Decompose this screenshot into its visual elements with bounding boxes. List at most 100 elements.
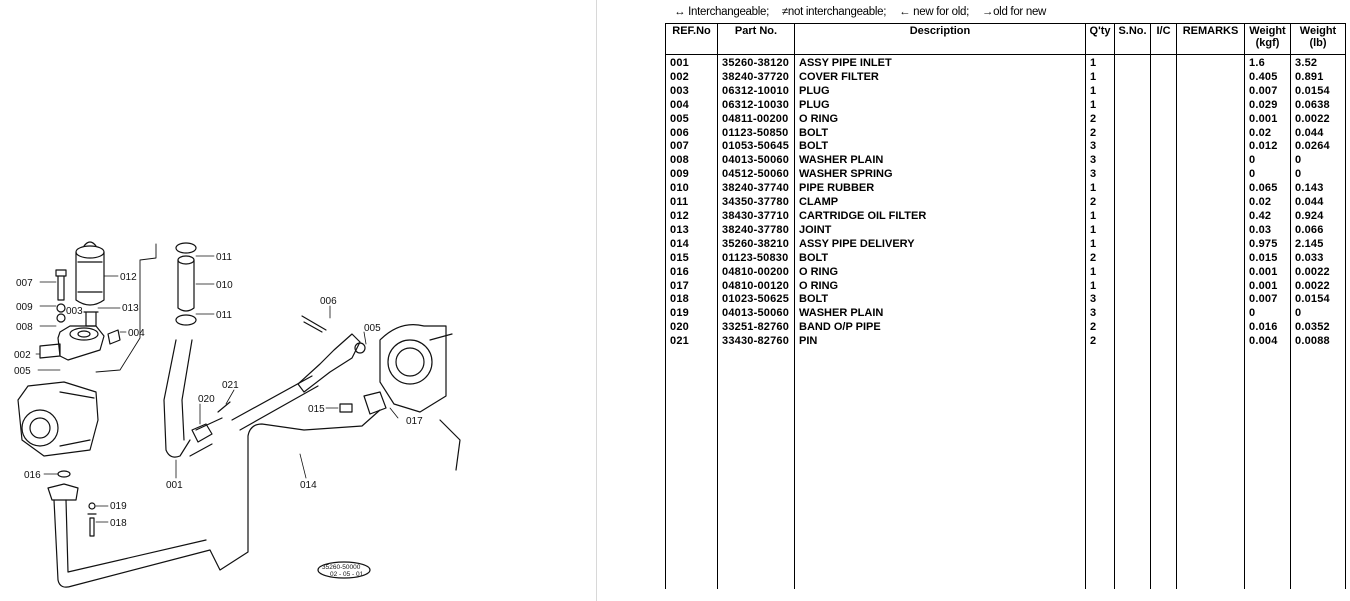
cell-ic xyxy=(1150,279,1177,294)
callout-005b: 005 xyxy=(364,323,381,334)
cell-description: BOLT xyxy=(794,126,1086,141)
callout-006: 006 xyxy=(320,296,337,307)
cell-ic xyxy=(1150,209,1177,224)
cell-description: CLAMP xyxy=(794,196,1086,210)
cell-ic xyxy=(1150,54,1177,71)
cell-ic xyxy=(1150,126,1177,141)
cell-qty: 2 xyxy=(1085,251,1115,266)
cell-weight-lb: 0 xyxy=(1290,168,1346,183)
cell-ic xyxy=(1150,265,1177,280)
cell-description: WASHER PLAIN xyxy=(794,154,1086,169)
stamp-line-2: 02 - 05 - 01 xyxy=(330,571,364,578)
cell-description: BOLT xyxy=(794,251,1086,266)
oil-filter-cartridge xyxy=(75,241,105,306)
cell-description: O RING xyxy=(794,112,1086,127)
cell-remarks xyxy=(1176,182,1245,197)
cell-remarks xyxy=(1176,168,1245,183)
callout-012: 012 xyxy=(120,272,137,283)
cell-weight-lb: 0 xyxy=(1290,307,1346,322)
cell-weight-lb: 0.143 xyxy=(1290,182,1346,197)
cell-part-no: 04512-50060 xyxy=(717,168,795,183)
cell-description: BAND O/P PIPE xyxy=(794,321,1086,336)
cell-ic xyxy=(1150,98,1177,113)
cell-part-no: 33251-82760 xyxy=(717,321,795,336)
filler-cell xyxy=(717,349,795,590)
cell-remarks xyxy=(1176,112,1245,127)
cell-remarks xyxy=(1176,237,1245,252)
cell-ic xyxy=(1150,223,1177,238)
cell-weight-kgf: 0.975 xyxy=(1244,237,1291,252)
cell-weight-lb: 0.0022 xyxy=(1290,112,1346,127)
cell-ic xyxy=(1150,293,1177,308)
cell-ref: 001 xyxy=(665,54,718,71)
cell-remarks xyxy=(1176,335,1245,350)
cell-description: PIPE RUBBER xyxy=(794,182,1086,197)
cell-weight-lb: 0.924 xyxy=(1290,209,1346,224)
cell-description: PLUG xyxy=(794,98,1086,113)
cell-weight-lb: 0.066 xyxy=(1290,223,1346,238)
cell-qty: 1 xyxy=(1085,84,1115,99)
cell-remarks xyxy=(1176,279,1245,294)
cell-sno xyxy=(1114,112,1151,127)
callout-013: 013 xyxy=(122,303,139,314)
cell-weight-lb: 0.0154 xyxy=(1290,84,1346,99)
engine-block-left xyxy=(17,381,99,457)
cell-qty: 2 xyxy=(1085,196,1115,210)
cell-sno xyxy=(1114,70,1151,85)
cell-ic xyxy=(1150,196,1177,210)
col-header-weight-lb: Weight (lb) xyxy=(1290,23,1346,55)
cell-remarks xyxy=(1176,140,1245,155)
cell-ref: 020 xyxy=(665,321,718,336)
cell-weight-kgf: 0.007 xyxy=(1244,84,1291,99)
o-ring-005 xyxy=(354,342,366,354)
cell-ref: 009 xyxy=(665,168,718,183)
filler-cell xyxy=(1114,349,1151,590)
bottom-pipe xyxy=(53,409,381,588)
parts-table: REF.No Part No. Description Q'ty S.No. I… xyxy=(665,23,1346,590)
cell-ref: 021 xyxy=(665,335,718,350)
cell-description: BOLT xyxy=(794,293,1086,308)
callout-018: 018 xyxy=(110,518,127,529)
cell-part-no: 38240-37740 xyxy=(717,182,795,197)
cell-weight-lb: 0.0352 xyxy=(1290,321,1346,336)
cell-remarks xyxy=(1176,84,1245,99)
cell-ic xyxy=(1150,335,1177,350)
fitting-part xyxy=(363,391,387,415)
cell-remarks xyxy=(1176,307,1245,322)
cell-qty: 2 xyxy=(1085,321,1115,336)
cell-ic xyxy=(1150,182,1177,197)
cell-part-no: 01023-50625 xyxy=(717,293,795,308)
stamp-outline xyxy=(317,561,371,579)
cell-description: ASSY PIPE DELIVERY xyxy=(794,237,1086,252)
washer-019 xyxy=(88,502,96,510)
lower-joint xyxy=(47,483,79,501)
cell-description: JOINT xyxy=(794,223,1086,238)
cell-ref: 016 xyxy=(665,265,718,280)
cell-remarks xyxy=(1176,321,1245,336)
callout-016: 016 xyxy=(24,470,41,481)
filler-cell xyxy=(1085,349,1115,590)
cell-part-no: 34350-37780 xyxy=(717,196,795,210)
cell-ic xyxy=(1150,237,1177,252)
cell-ref: 011 xyxy=(665,196,718,210)
table-filler-row xyxy=(665,349,1346,590)
cell-part-no: 38240-37720 xyxy=(717,70,795,85)
cell-remarks xyxy=(1176,126,1245,141)
cell-sno xyxy=(1114,126,1151,141)
cell-part-no: 04810-00120 xyxy=(717,279,795,294)
cell-weight-kgf: 0.004 xyxy=(1244,335,1291,350)
cell-weight-kgf: 0.405 xyxy=(1244,70,1291,85)
col-header-qty: Q'ty xyxy=(1085,23,1115,55)
pipe-rubber xyxy=(175,242,197,326)
cell-weight-lb: 0.0638 xyxy=(1290,98,1346,113)
cell-qty: 1 xyxy=(1085,237,1115,252)
cell-weight-kgf: 0.016 xyxy=(1244,321,1291,336)
